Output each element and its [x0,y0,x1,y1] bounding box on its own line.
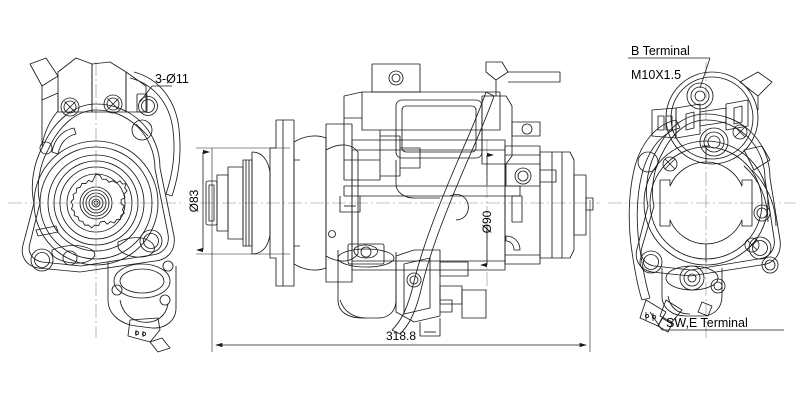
flange-pocket-lower [51,245,96,264]
terminal-cap [739,71,773,97]
terminal-sw-boss [699,127,729,157]
mounting-flange-left-inner [28,109,169,267]
cable-left-view [129,71,181,197]
dimension-diameter-90: Ø90 [479,152,495,268]
mounting-hole-2 [139,229,163,253]
dimension-diameter-83: Ø83 [187,147,290,255]
lead-tab [29,57,59,87]
lower-terminal-assembly [639,265,726,333]
motor-yoke [351,139,594,271]
body-hook-detail [505,235,521,251]
brush-screw-group [637,151,779,274]
housing-outer-circle [33,140,159,266]
dimension-diameter-90-text: Ø90 [480,210,494,233]
callout-3-hole: 3-Ø11 [139,72,189,103]
housing-inner-circle [39,146,153,260]
view-front-drive-end [8,57,185,353]
lead-cable-center [391,91,495,335]
b-terminal-label: B Terminal [631,44,690,58]
center-lines-left-view [8,62,185,338]
mounting-hole-1 [138,96,158,116]
mounting-hole-3 [30,248,54,272]
flange-rib [35,225,59,237]
rear-housing-outer [643,140,769,266]
callout-3-hole-label: 3-Ø11 [155,72,189,86]
housing-lug [51,127,77,155]
flange-pocket-upper [117,237,155,258]
callout-sw-e-terminal: SW,E Terminal [649,311,784,331]
b-terminal-thread-label: M10X1.5 [631,68,681,82]
drive-housing-lower [107,260,177,353]
dimension-overall-length-text: 318.8 [386,329,416,343]
dimension-diameter-83-text: Ø83 [187,189,201,212]
mounting-flange-left [21,103,175,273]
solenoid-terminal-block [651,71,773,171]
sw-e-terminal-label: SW,E Terminal [666,316,748,330]
pinion-gear [66,173,128,233]
commutator-end-cap [539,151,575,259]
housing-dimple [328,230,336,238]
mounting-flange-right [635,113,781,277]
connector-body [127,317,161,343]
rear-mounting-hole-1 [639,250,663,274]
dimension-overall-length: 318.8 [211,148,591,352]
drive-end-housing [269,119,359,287]
view-rear-commutator-end [608,62,796,338]
body-slot-detail [511,195,523,223]
view-side-elevation [200,61,600,337]
output-shaft [205,151,271,255]
mounting-hole-group [30,96,163,272]
callout-b-terminal: B Terminal M10X1.5 [628,44,711,89]
solenoid-upper-left-view [29,57,153,155]
mounting-flange-right-inner [640,119,775,271]
lower-solenoid-housing [337,243,487,337]
cable-right-view [628,119,777,301]
